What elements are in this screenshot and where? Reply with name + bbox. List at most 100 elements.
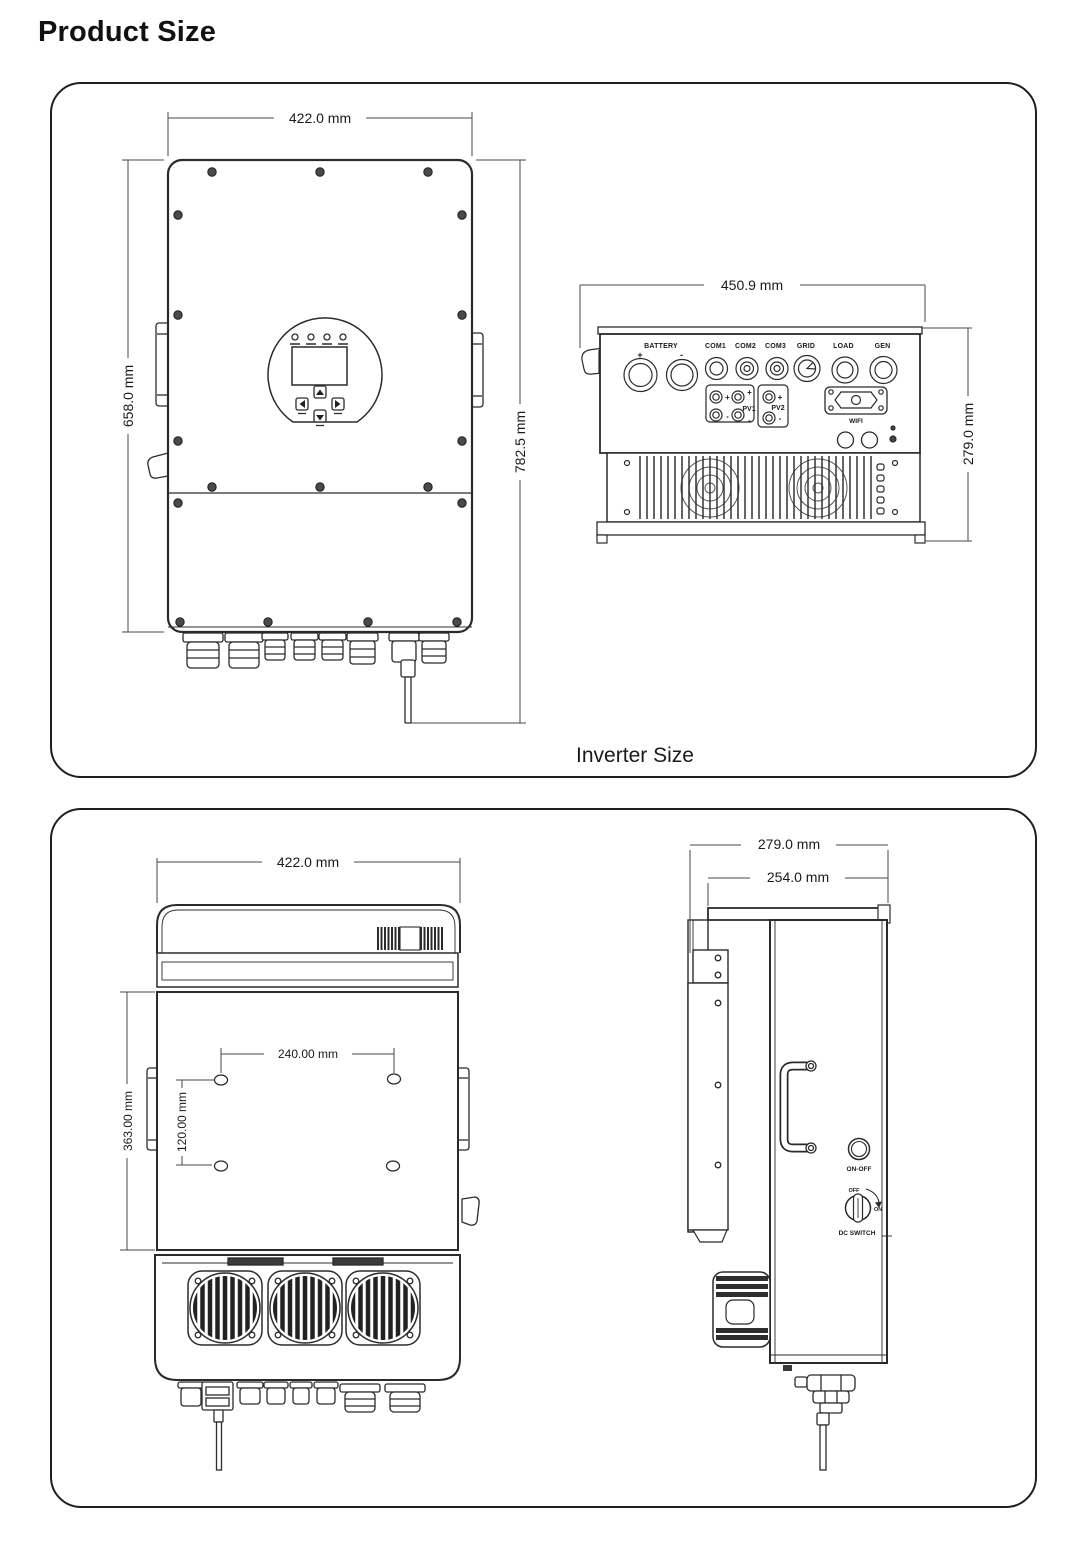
switch-on-label: ON <box>874 1207 882 1213</box>
panel-border <box>50 82 1037 778</box>
wifi-antenna <box>215 1421 223 1471</box>
page-title: Product Size <box>38 16 217 48</box>
fan-housing-side <box>712 1271 771 1348</box>
round-port <box>860 431 879 449</box>
mounting-hole <box>213 1074 229 1086</box>
battery-minus-label: - <box>680 350 683 360</box>
pv2-label: PV2 <box>771 405 784 412</box>
wifi-antenna <box>819 1424 827 1471</box>
back-height-dim: 363.00 mm <box>121 1091 135 1151</box>
display-panel <box>267 317 383 427</box>
com3-label: COM3 <box>765 343 786 350</box>
fan-grille <box>187 1270 263 1346</box>
pv2-group <box>757 384 789 428</box>
onoff-label: ON-OFF <box>847 1166 872 1173</box>
wifi-port <box>824 386 888 415</box>
back-width-dim: 422.0 mm <box>277 854 339 870</box>
up-arrow-icon <box>316 389 324 395</box>
lcd-screen <box>291 346 348 386</box>
com1-label: COM1 <box>705 343 726 350</box>
bracket-foot <box>691 1229 728 1243</box>
hole-spacing-h-dim: 240.00 mm <box>278 1047 338 1061</box>
small-screw <box>889 435 897 443</box>
mounting-hole <box>385 1160 401 1172</box>
back-view-drawing <box>146 904 480 1471</box>
vent-slot <box>227 1257 284 1266</box>
inverter-size-panel: 422.0 mm 658.0 mm 782.5 mm 450.9 mm 279.… <box>50 82 1037 778</box>
cable-glands <box>177 1381 426 1471</box>
battery-label: BATTERY <box>644 343 678 350</box>
wifi-antenna <box>404 676 412 724</box>
heatsink-fins <box>639 456 872 519</box>
pv1-minus: - <box>726 412 729 421</box>
led-indicator <box>291 333 299 341</box>
ac-ports <box>793 354 898 385</box>
pv1-plus: + <box>725 393 730 402</box>
mounting-size-panel: 422.0 mm 240.00 mm 120.00 mm 363.00 mm 2… <box>50 808 1037 1508</box>
cable-glands <box>182 632 450 724</box>
antenna-mount <box>400 659 416 678</box>
left-arrow-icon <box>299 400 305 408</box>
rotate-arrow-icon <box>865 1188 880 1204</box>
heatsink <box>596 452 926 544</box>
pv2-minus: - <box>779 414 782 423</box>
bottom-width-dim: 450.9 mm <box>721 277 783 293</box>
led-indicator <box>323 333 331 341</box>
side-depth-body-dim: 254.0 mm <box>767 869 829 885</box>
led-indicator <box>307 333 315 341</box>
led-indicator <box>339 333 347 341</box>
vent-slot <box>332 1257 384 1266</box>
side-view-drawing <box>687 904 892 1471</box>
antenna-base <box>213 1409 224 1423</box>
small-screw <box>890 425 896 431</box>
bottom-view-drawing <box>581 326 926 544</box>
pv1-group <box>705 384 755 423</box>
pv1-minus: - <box>748 416 751 425</box>
front-width-dim: 422.0 mm <box>289 110 351 126</box>
bottom-connectors <box>783 1365 856 1471</box>
right-arrow-icon <box>335 400 341 408</box>
load-label: LOAD <box>833 343 854 350</box>
dc-switch-label: DC SWITCH <box>839 1230 876 1237</box>
pv1-plus: + <box>747 388 752 397</box>
back-plate <box>156 991 459 1251</box>
panel2-labels: 422.0 mm 240.00 mm 120.00 mm 363.00 mm 2… <box>118 835 882 1237</box>
bottom-tray <box>596 521 926 536</box>
mount-hook <box>581 347 604 375</box>
wall-bracket-upper <box>692 949 729 984</box>
dc-switch-knob[interactable] <box>844 1188 883 1223</box>
com-ports <box>704 356 789 381</box>
battery-terminals <box>623 357 699 393</box>
gen-label: GEN <box>875 343 891 350</box>
front-body-height-dim: 658.0 mm <box>120 365 136 427</box>
pv1-label: PV1 <box>742 406 755 413</box>
panel1-labels: 422.0 mm 658.0 mm 782.5 mm 450.9 mm 279.… <box>118 108 977 767</box>
hole-spacing-v-dim: 120.00 mm <box>175 1092 189 1152</box>
carry-handle[interactable] <box>779 1060 817 1154</box>
top-plate <box>707 907 888 921</box>
mounting-hole <box>213 1160 229 1172</box>
fan-grille <box>267 1270 343 1346</box>
vent-grille <box>377 926 443 951</box>
switch-off-label: OFF <box>849 1188 861 1194</box>
panel-border <box>50 808 1037 1508</box>
com2-label: COM2 <box>735 343 756 350</box>
front-view-drawing <box>147 158 484 724</box>
wall-bracket-plate <box>687 982 729 1231</box>
side-latch <box>147 452 169 479</box>
antenna-base <box>816 1412 830 1426</box>
dc-switch-side <box>461 1196 480 1226</box>
bottom-depth-dim: 279.0 mm <box>960 403 976 465</box>
fan-grille <box>345 1270 421 1346</box>
mounting-hole <box>386 1073 402 1085</box>
grid-label: GRID <box>797 343 815 350</box>
wifi-label: WIFI <box>849 418 863 425</box>
down-arrow-icon <box>316 415 324 421</box>
pv2-plus: + <box>778 393 783 402</box>
front-total-height-dim: 782.5 mm <box>512 411 528 473</box>
side-depth-total-dim: 279.0 mm <box>758 836 820 852</box>
battery-plus-label: + <box>637 350 642 360</box>
side-body <box>769 919 888 1364</box>
panel1-caption: Inverter Size <box>576 744 694 767</box>
round-port <box>836 431 855 449</box>
